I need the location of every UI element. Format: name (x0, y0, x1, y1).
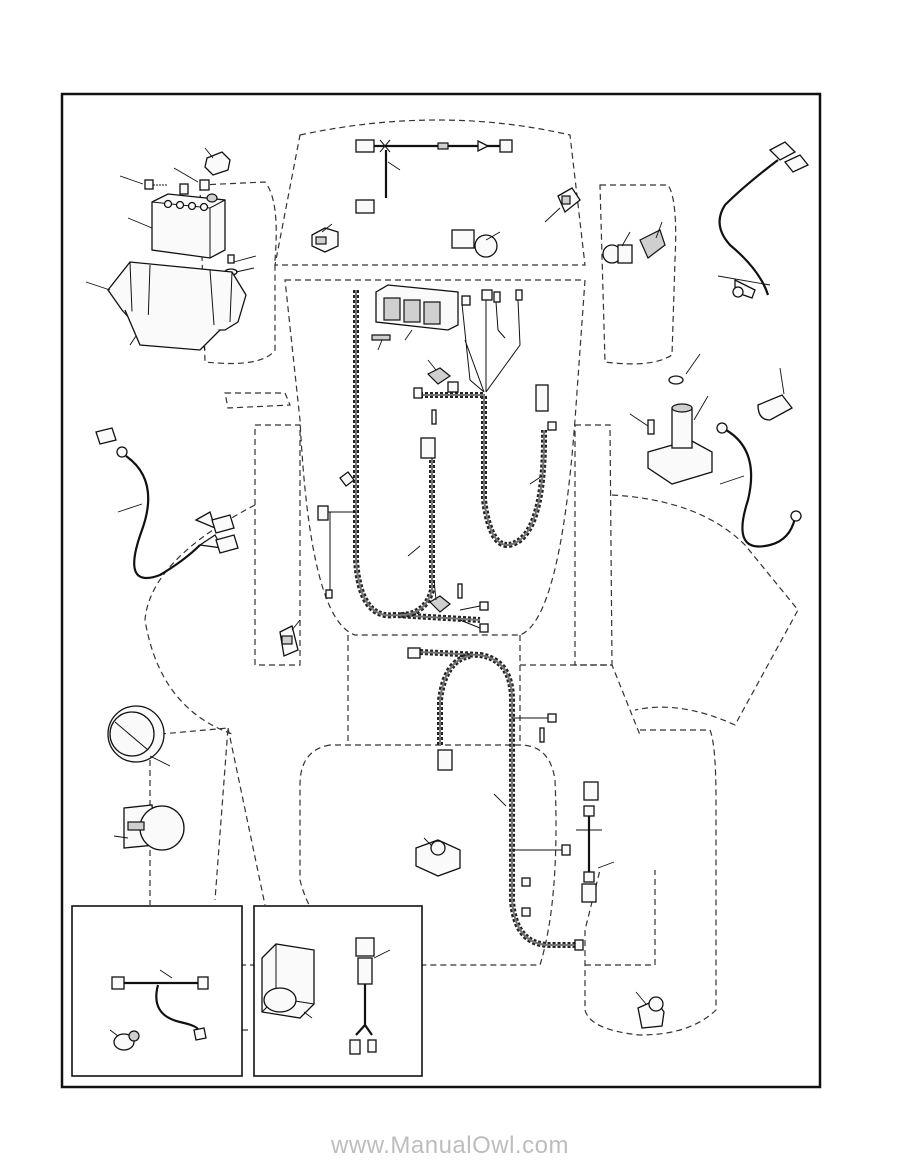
tractor-outline (144, 119, 799, 1036)
rear-harness-group (407, 647, 584, 951)
battery-group (85, 147, 257, 351)
diagram-border (60, 92, 822, 1089)
module-harness-group (349, 937, 391, 1055)
fuel-gauge-group (113, 804, 185, 851)
main-harness-group (317, 290, 557, 633)
toggle-switch-group (544, 187, 581, 223)
accessory-harness-group (111, 969, 209, 1041)
hourmeter-group (107, 705, 171, 767)
seat-switch-group (279, 619, 301, 657)
ignition-switch-group (602, 221, 666, 264)
headlight-switch-group (451, 229, 501, 258)
reverse-harness-group (576, 781, 615, 903)
negative-cable-group (716, 422, 802, 548)
starter-solenoid-group (629, 353, 793, 485)
power-outlet-group (109, 1029, 140, 1051)
rocker-switch-group (311, 223, 339, 253)
module-block-group (375, 284, 523, 341)
fuse-group (426, 367, 452, 613)
pto-switch-group (415, 837, 461, 877)
interlock-switch-group (635, 991, 665, 1029)
ignition-lead-group (355, 139, 513, 214)
ground-cable-group (95, 427, 239, 580)
cruise-module-group (261, 943, 315, 1019)
positive-cable-group (717, 141, 810, 299)
watermark-text: www.ManualOwl.com (331, 1132, 569, 1159)
